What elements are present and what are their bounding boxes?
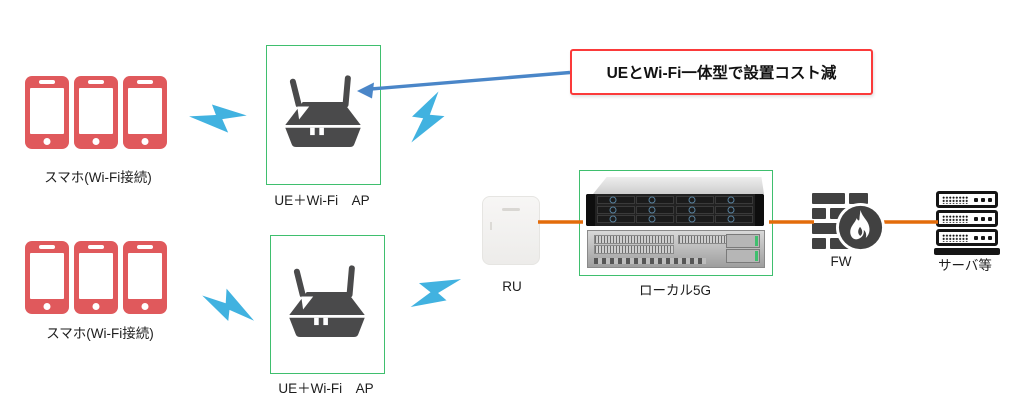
ap-bottom-label: UE＋Wi-Fi AP	[278, 381, 374, 396]
ap-top-box	[266, 45, 381, 185]
psu	[726, 234, 760, 248]
smartphone-screen	[128, 253, 162, 299]
smartphone-screen	[79, 88, 113, 134]
smartphone-group-bottom	[25, 241, 167, 314]
ru-label: RU	[502, 279, 522, 294]
radio-unit-icon	[482, 196, 540, 265]
server-unit	[936, 191, 998, 208]
psu	[726, 249, 760, 263]
callout-box: UEとWi-Fi一体型で設置コスト減	[570, 49, 873, 95]
server-stack-icon	[934, 191, 1000, 255]
smartphone-screen	[30, 253, 64, 299]
server-unit	[936, 210, 998, 227]
io-slot	[594, 235, 674, 244]
lightning-bolt-icon	[406, 87, 453, 150]
wifi-router-icon	[289, 265, 365, 338]
smartphone-icon	[74, 76, 118, 149]
rack-ear	[755, 194, 764, 226]
drive-bays	[597, 196, 753, 223]
rack-ear	[586, 194, 595, 226]
smartphone-screen	[128, 88, 162, 134]
wifi-router-icon	[285, 75, 361, 148]
local5g-label: ローカル5G	[638, 283, 712, 298]
server-base	[934, 248, 1000, 255]
smartphone-screen	[30, 88, 64, 134]
lightning-bolt-icon	[198, 282, 260, 327]
phones-bottom-label: スマホ(Wi-Fi接続)	[46, 326, 154, 341]
smartphone-icon	[123, 76, 167, 149]
smartphone-screen	[79, 253, 113, 299]
smartphone-group-top	[25, 76, 167, 149]
server-appliance-top	[593, 177, 764, 194]
callout-arrow-line	[370, 70, 571, 91]
servers-label: サーバ等	[938, 258, 992, 273]
phones-top-label: スマホ(Wi-Fi接続)	[44, 170, 152, 185]
server-appliance-rear	[587, 230, 765, 268]
io-slot	[594, 245, 674, 254]
smartphone-icon	[25, 241, 69, 314]
ap-bottom-box	[270, 235, 385, 374]
ap-top-label: UE＋Wi-Fi AP	[274, 193, 370, 208]
lightning-bolt-icon	[188, 96, 251, 143]
callout-text: UEとWi-Fi一体型で設置コスト減	[606, 65, 837, 82]
smartphone-icon	[74, 241, 118, 314]
server-appliance-front	[586, 194, 764, 226]
smartphone-icon	[123, 241, 167, 314]
fw-label: FW	[830, 254, 852, 269]
lightning-bolt-icon	[401, 258, 465, 321]
rear-connectors	[594, 258, 706, 264]
flame-icon	[836, 203, 885, 252]
smartphone-icon	[25, 76, 69, 149]
server-unit	[936, 229, 998, 246]
